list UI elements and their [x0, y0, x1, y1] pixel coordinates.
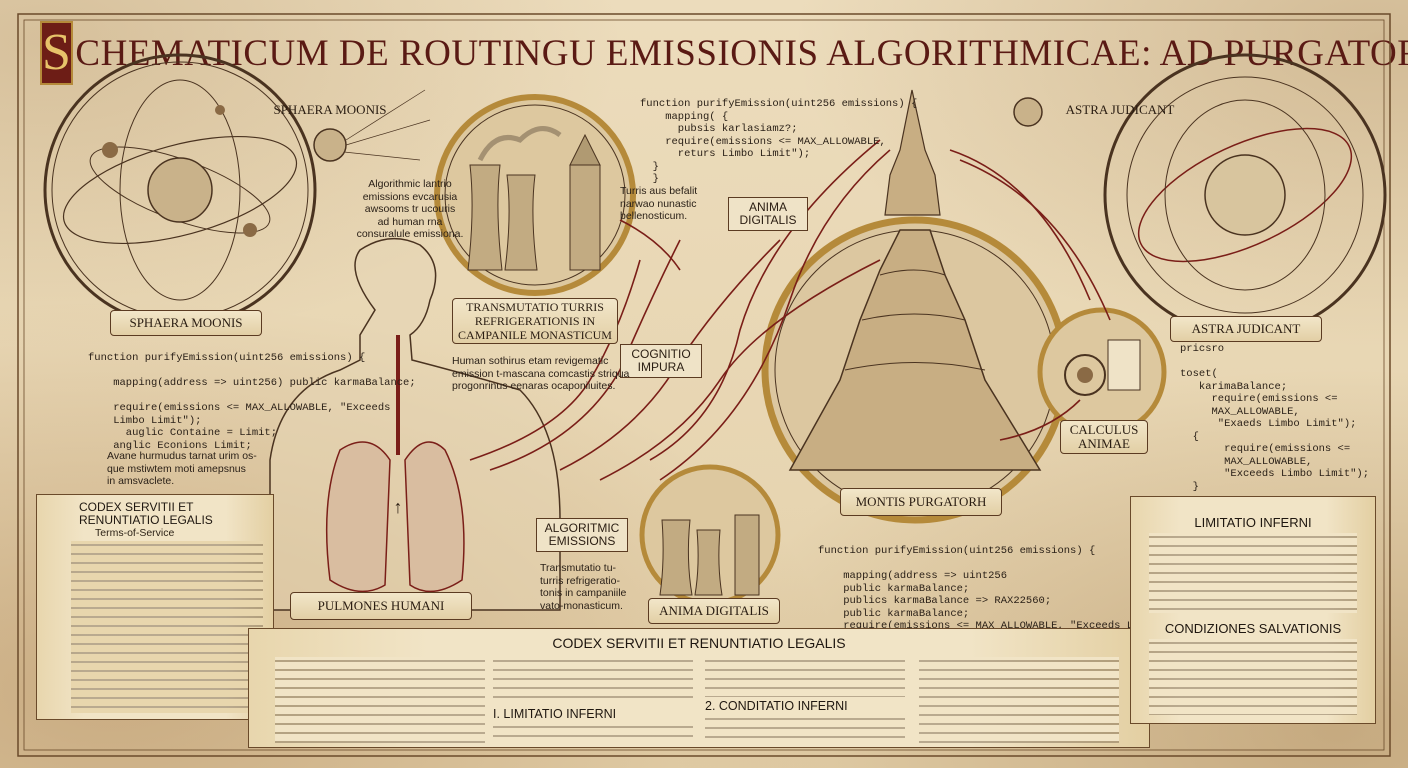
left-scroll-heading: CODEX SERVITII ET RENUNTIATIO LEGALIS [79, 500, 213, 527]
note-human: Human sothirus etam revigematic emission… [452, 355, 630, 392]
bottom-scroll-col3-lines [705, 657, 905, 697]
cognitio-impura-box: COGNITIO IMPURA [620, 344, 702, 378]
left-scroll-subheading: Terms-of-Service [95, 527, 175, 539]
code-left-mid: function purifyEmission(uint256 emission… [88, 352, 416, 452]
right-scroll-body2-lines [1149, 639, 1357, 715]
note-algorithmic: Algorithmic lantrio emissions evcarusia … [356, 178, 464, 240]
astra-judicant-banner: ASTRA JUDICANT [1170, 316, 1322, 342]
right-scroll-heading2: CONDIZIONES SALVATIONIS [1164, 621, 1342, 636]
left-scroll-body-lines [71, 541, 263, 713]
note-turris: Turris aus befalit narwao nunastic belle… [620, 185, 698, 222]
note-avane: Avane hurmudus tarnat urim os- que mstiw… [107, 450, 257, 487]
montis-purgatorh-banner: MONTIS PURGATORH [840, 488, 1002, 516]
bottom-scroll-section1: I. LIMITATIO INFERNI [493, 707, 617, 721]
pulmones-humani-banner: PULMONES HUMANI [290, 592, 472, 620]
bottom-scroll-col2-lines [493, 657, 693, 703]
bottom-scroll-section2: 2. CONDITATIO INFERNI [705, 699, 848, 713]
frame-outer [17, 13, 1391, 757]
anima-digitalis-medallion [639, 464, 781, 606]
anima-digitalis-banner: ANIMA DIGITALIS [648, 598, 780, 624]
frame-inner [23, 19, 1385, 751]
astra-judicant-icon [1103, 53, 1387, 337]
transmutatio-banner: TRANSMUTATIO TURRIS REFRIGERATIONIS IN C… [452, 298, 618, 344]
algoritmic-emissions-box: ALGORITMIC EMISSIONS [536, 518, 628, 552]
right-terms-scroll: LIMITATIO INFERNI CONDIZIONES SALVATIONI… [1130, 496, 1376, 724]
code-top-center: function purifyEmission(uint256 emission… [640, 98, 918, 185]
calculus-animae-icon [1037, 307, 1167, 437]
bottom-scroll-col4-lines [919, 657, 1119, 743]
note-transmutatio: Transmutatio tu- turris refrigeratio- to… [540, 562, 627, 612]
calculus-animae-banner: CALCULUS ANIMAE [1060, 420, 1148, 454]
bottom-scroll-col3b-lines [705, 715, 905, 743]
sphaera-moonis-banner: SPHAERA MOONIS [110, 310, 262, 336]
sphaera-moonis-top-label: SPHAERA MOONIS [273, 102, 387, 117]
right-scroll-body1-lines [1149, 533, 1357, 613]
star-orb-icon [1013, 97, 1043, 127]
right-scroll-heading1: LIMITATIO INFERNI [1194, 515, 1312, 530]
bottom-terms-scroll: CODEX SERVITII ET RENUNTIATIO LEGALIS I.… [248, 628, 1150, 748]
title-dropcap: S [40, 21, 74, 85]
code-right-mid: pricsro toset( karimaBalance; require(em… [1180, 343, 1370, 493]
upward-arrow-icon: ↑ [393, 497, 403, 517]
moon-icon [313, 89, 431, 162]
bottom-scroll-col1-lines [275, 657, 485, 743]
human-lungs-icon [269, 237, 561, 611]
transmutatio-medallion [434, 94, 636, 296]
bottom-scroll-heading: CODEX SERVITII ET RENUNTIATIO LEGALIS [552, 635, 846, 651]
astra-judicant-top-label: ASTRA JUDICANT [1065, 102, 1175, 117]
sphaera-moonis-icon [43, 53, 317, 327]
bottom-scroll-col2b-lines [493, 723, 693, 743]
routing-arrows [469, 139, 1111, 481]
left-terms-scroll: CODEX SERVITII ET RENUNTIATIO LEGALIS Te… [36, 494, 274, 720]
anima-digitalis-box: ANIMA DIGITALIS [728, 197, 808, 231]
